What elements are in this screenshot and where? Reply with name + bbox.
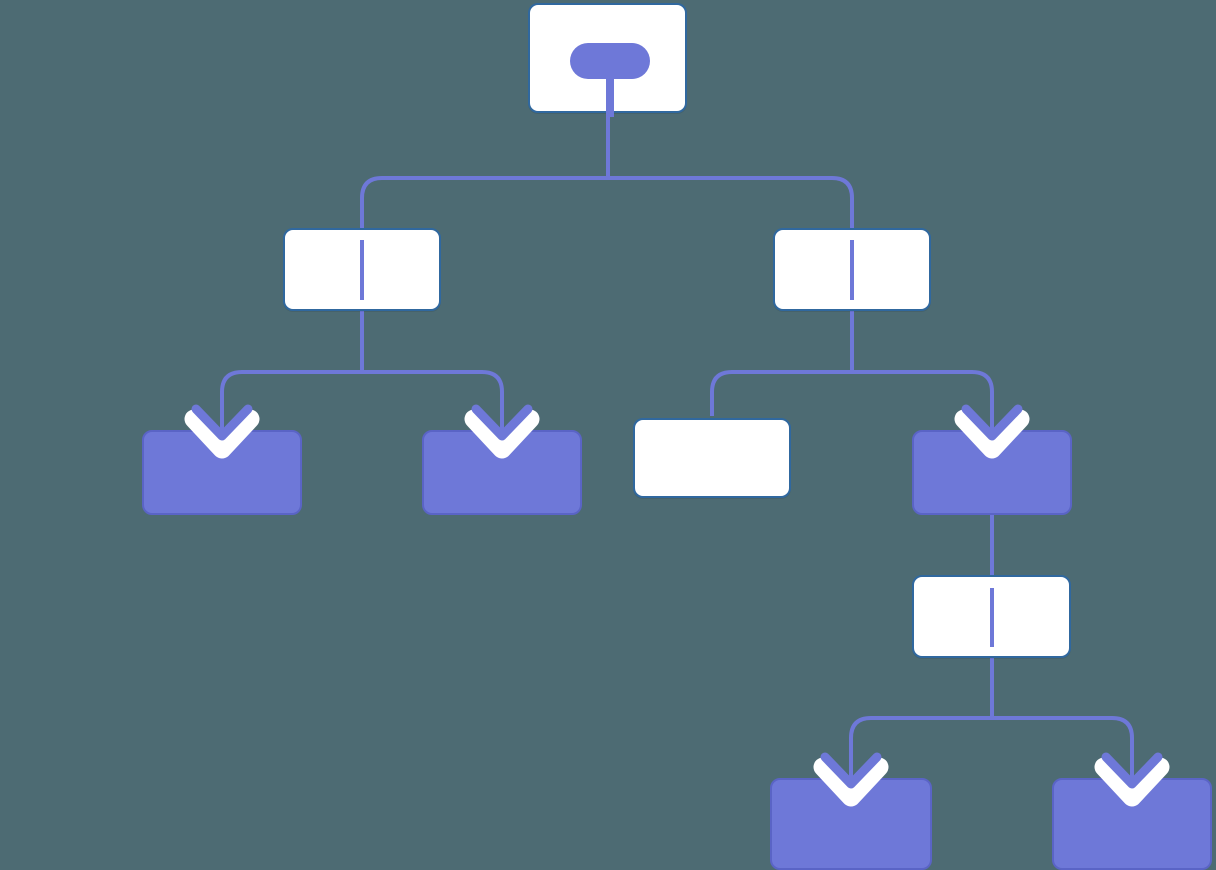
root-stem-glyph (606, 72, 614, 117)
node-right-4b[interactable] (1052, 778, 1212, 870)
node-right-1[interactable] (773, 228, 931, 311)
node-left-2b[interactable] (422, 430, 582, 515)
node-right-2a[interactable] (633, 418, 791, 498)
node-root[interactable] (528, 3, 687, 117)
node-right-2b[interactable] (912, 430, 1072, 515)
node-right-4a[interactable] (770, 778, 932, 870)
node-left-1[interactable] (283, 228, 441, 311)
node-left-2a[interactable] (142, 430, 302, 515)
node-right-3[interactable] (912, 575, 1071, 658)
